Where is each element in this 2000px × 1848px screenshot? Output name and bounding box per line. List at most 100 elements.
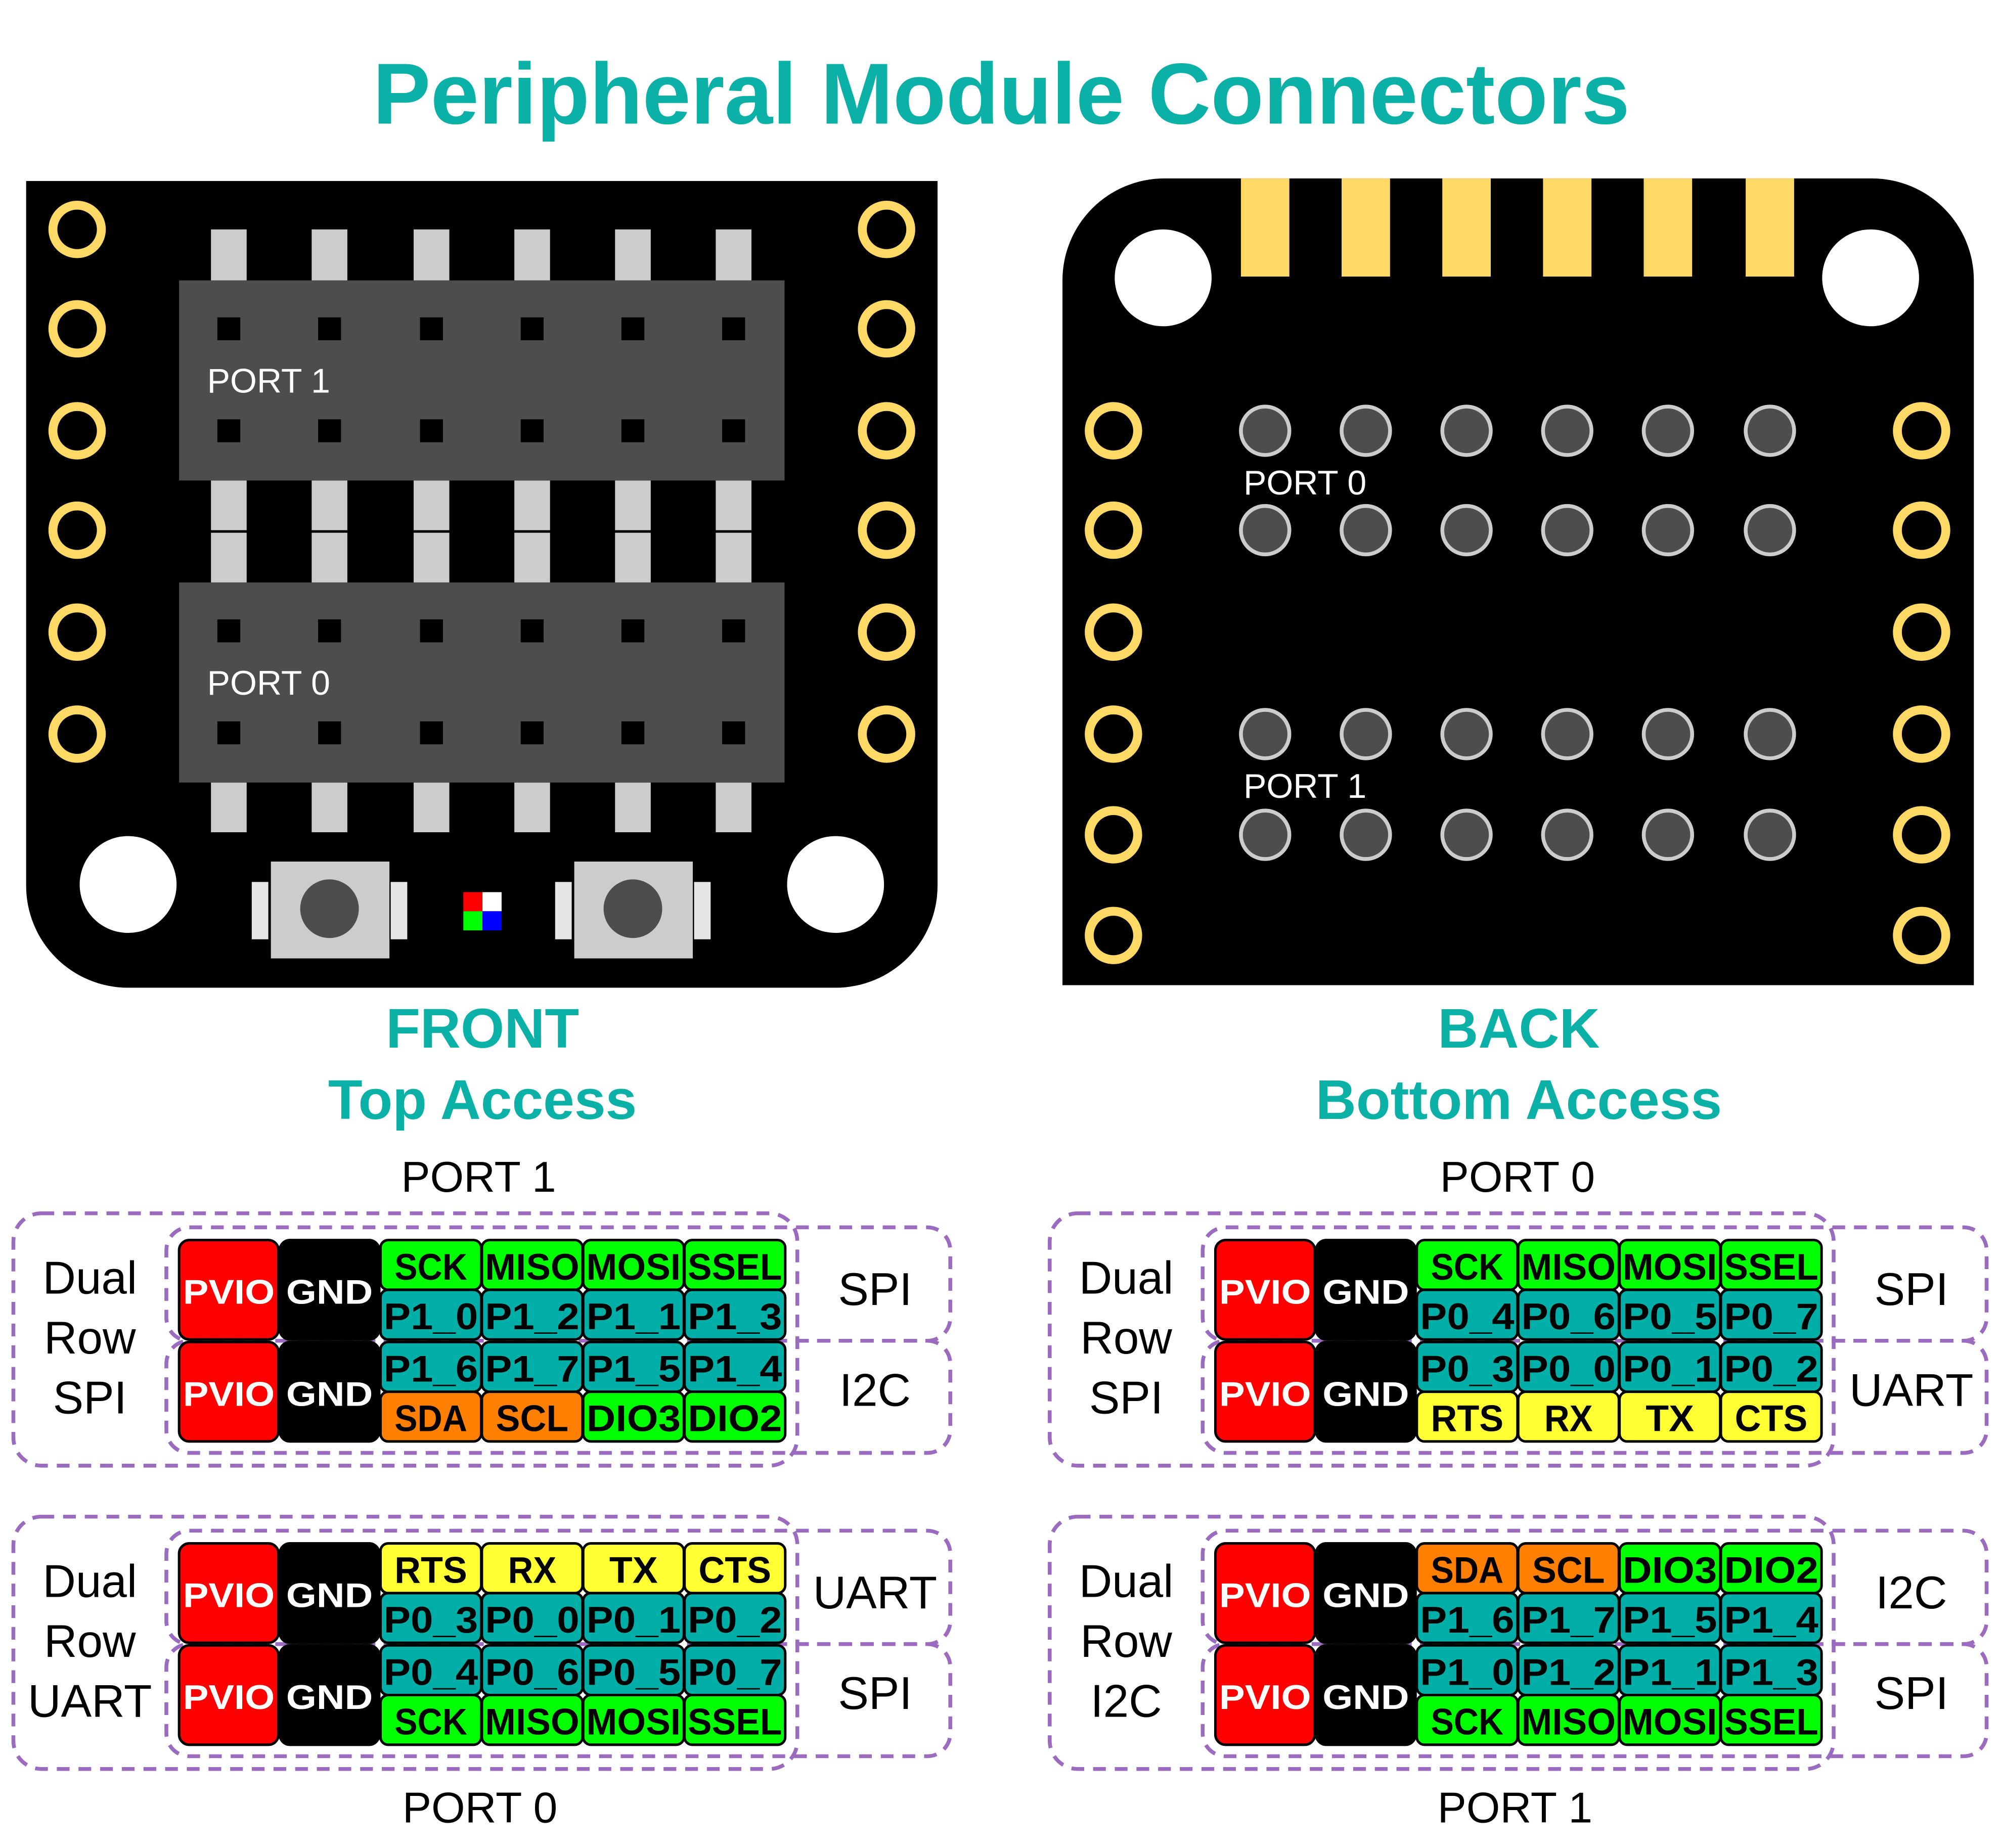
pin-label: P1_3 — [688, 1296, 782, 1337]
pin-hole — [318, 419, 341, 442]
gold-ring-pad — [1893, 705, 1950, 763]
front-board: PORT 1 PORT 0 — [26, 181, 938, 988]
interface-label: SPI — [838, 1668, 912, 1719]
through-hole-pin — [1239, 404, 1292, 457]
through-hole-pin — [1239, 504, 1292, 557]
gold-ring-pad — [858, 501, 915, 559]
pin-label: MOSI — [587, 1247, 681, 1288]
pin-label: RTS — [1431, 1399, 1503, 1439]
header-pin — [514, 782, 550, 833]
header-pin — [514, 229, 550, 281]
pin-hole — [722, 317, 745, 341]
gold-ring-pad — [1085, 603, 1142, 661]
gold-ring-pad — [858, 603, 915, 661]
pin-label: P0_5 — [1623, 1296, 1717, 1337]
front-subcaption: Top Access — [328, 1068, 637, 1131]
pin-cell — [683, 1592, 787, 1644]
header-port-0 — [179, 582, 785, 783]
pin-hole — [722, 419, 745, 442]
pin-label: DIO2 — [1724, 1550, 1818, 1591]
through-hole-pin — [1340, 708, 1392, 760]
pin-label: P0_7 — [1724, 1296, 1818, 1337]
pin-label: P0_0 — [1521, 1348, 1616, 1389]
pin-label: MOSI — [1623, 1247, 1717, 1288]
interface-label: SPI — [1875, 1668, 1948, 1719]
page-title: Peripheral Module Connectors — [373, 46, 1630, 143]
mode-label: SPI — [53, 1372, 127, 1423]
edge-pad — [1543, 178, 1592, 277]
pin-label: TX — [609, 1550, 658, 1591]
port-label: PORT 0 — [207, 664, 330, 702]
button-cap — [300, 879, 359, 938]
through-hole-pin — [1541, 504, 1593, 557]
pin-hole — [420, 317, 443, 341]
pin-label: SCL — [1532, 1550, 1605, 1591]
rgb-led-segment — [463, 911, 483, 931]
front-caption: FRONT — [386, 997, 579, 1060]
pin-label: SCK — [1431, 1702, 1503, 1743]
pin-label: SCK — [394, 1247, 467, 1288]
pin-label: P1_4 — [1724, 1600, 1818, 1641]
pin-label: P0_1 — [1623, 1348, 1717, 1389]
pin-label: P0_6 — [1521, 1296, 1616, 1337]
pin-label: P1_7 — [485, 1348, 580, 1389]
port-0-label: PORT 0 — [1243, 464, 1366, 502]
header-pin — [615, 480, 651, 530]
edge-pad — [1746, 178, 1794, 277]
pin-hole — [318, 619, 341, 643]
gnd-pin — [278, 1542, 381, 1644]
pin-label: DIO2 — [688, 1399, 782, 1439]
mode-label: SPI — [1089, 1372, 1163, 1423]
through-hole-pin — [1744, 504, 1796, 557]
pin-hole — [722, 721, 745, 745]
button-cap — [603, 879, 662, 938]
pin-label: P1_4 — [688, 1348, 782, 1389]
through-hole-pin — [1641, 808, 1695, 861]
pin-cell — [1719, 1390, 1823, 1443]
header-pin — [413, 532, 450, 582]
pin-label: P1_1 — [587, 1296, 681, 1337]
pin-label: P1_6 — [1420, 1600, 1515, 1641]
gold-ring-pad — [858, 705, 915, 763]
gold-ring-pad — [1085, 402, 1142, 460]
gold-ring-pad — [858, 300, 915, 358]
mode-label: Dual — [42, 1556, 137, 1607]
interface-label: I2C — [839, 1365, 911, 1416]
pvio-label: PVIO — [183, 1576, 275, 1615]
header-pin — [716, 229, 751, 281]
pin-label: TX — [1646, 1399, 1694, 1439]
interface-label: I2C — [1876, 1567, 1947, 1618]
pin-label: DIO3 — [587, 1399, 681, 1439]
pin-cell — [683, 1390, 787, 1443]
pin-label: DIO3 — [1623, 1550, 1717, 1591]
pin-hole — [722, 619, 745, 643]
header-pin — [514, 532, 550, 582]
pin-label: RX — [1544, 1399, 1593, 1439]
gnd-label: GND — [1322, 1273, 1409, 1312]
rgb-led-segment — [463, 892, 483, 912]
through-hole-pin — [1541, 808, 1593, 861]
pin-label: P0_6 — [485, 1652, 580, 1693]
pin-hole — [420, 419, 443, 442]
gnd-pin — [278, 1239, 381, 1341]
pin-label: P1_7 — [1521, 1600, 1616, 1641]
pvio-label: PVIO — [1219, 1576, 1311, 1615]
back-subcaption: Bottom Access — [1316, 1068, 1722, 1131]
pin-hole — [217, 721, 241, 745]
pin-label: MISO — [485, 1247, 580, 1288]
pin-cell — [1719, 1693, 1823, 1746]
pin-hole — [217, 619, 241, 643]
pin-label: SSEL — [1724, 1247, 1818, 1288]
back-top-port-label: PORT 0 — [1440, 1153, 1595, 1201]
pin-label: P0_1 — [587, 1600, 681, 1641]
port-label: PORT 1 — [207, 362, 330, 400]
tactile-button[interactable] — [251, 861, 408, 959]
tactile-button[interactable] — [555, 861, 711, 959]
pin-label: P1_3 — [1724, 1652, 1818, 1693]
through-hole-pin — [1641, 504, 1695, 557]
port-1-label: PORT 1 — [1243, 767, 1366, 805]
pin-label: MISO — [1521, 1247, 1616, 1288]
header-pin — [413, 480, 450, 530]
